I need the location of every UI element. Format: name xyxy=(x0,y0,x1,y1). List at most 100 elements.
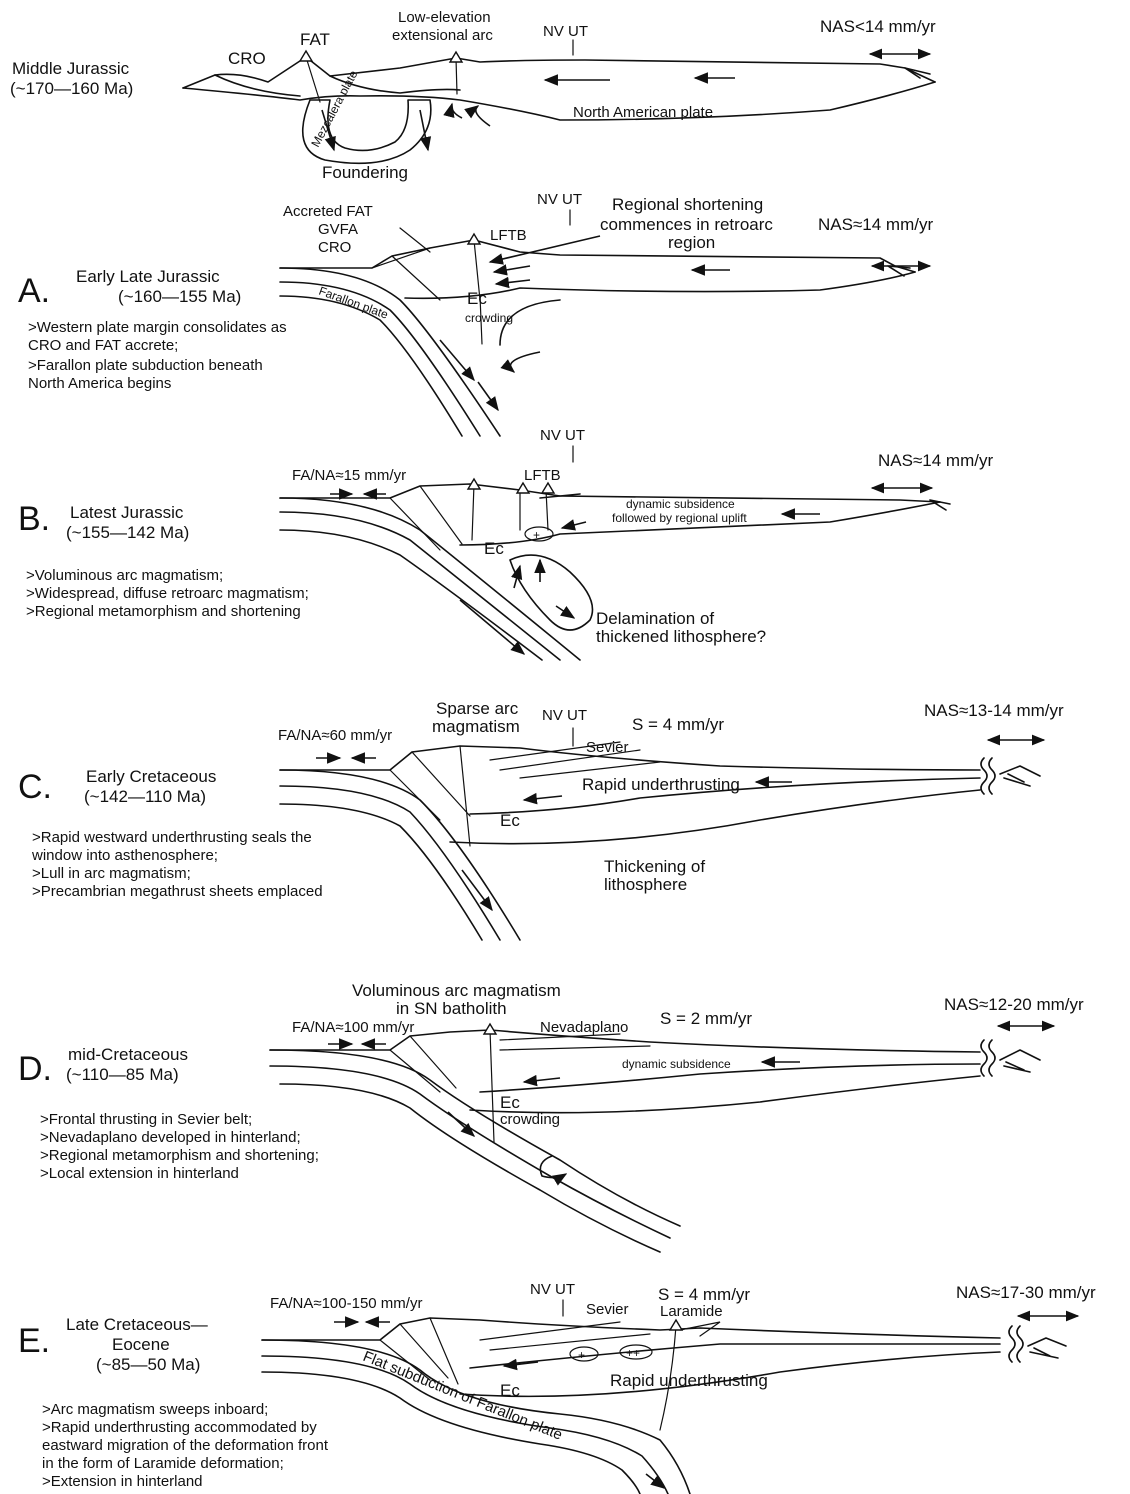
label-voluminous-2: in SN batholith xyxy=(396,999,507,1018)
panel-b-stage: Latest Jurassic xyxy=(70,503,184,522)
panel-e-stage-1: Late Cretaceous— xyxy=(66,1315,208,1334)
b-volcano-2 xyxy=(517,483,529,493)
label-crowding-d: crowding xyxy=(500,1111,560,1128)
panel-a-notes: >Western plate margin consolidates as CR… xyxy=(28,319,287,392)
b-volcano-3 xyxy=(542,483,554,493)
panel-mj-stage: Middle Jurassic xyxy=(12,59,130,78)
e-magma-plus-1: + xyxy=(578,1348,585,1362)
label-cro: CRO xyxy=(228,49,266,68)
label-regional-2: commences in retroarc xyxy=(600,215,773,234)
panel-c-stage: Early Cretaceous xyxy=(86,767,216,786)
panel-b-age: (~155—142 Ma) xyxy=(66,523,189,542)
panel-b: B. Latest Jurassic (~155—142 Ma) >Volumi… xyxy=(18,427,993,660)
b-down-arrow xyxy=(556,606,574,618)
label-fa-na-c: FA/NA≈60 mm/yr xyxy=(278,727,392,744)
label-nv-ut-c: NV UT xyxy=(542,707,587,724)
mj-mantle-arrow-1 xyxy=(452,104,462,118)
d-arrow-1 xyxy=(524,1078,560,1082)
label-delam-2: thickened lithosphere? xyxy=(596,627,766,646)
c-lithosphere-base xyxy=(450,790,980,844)
panel-d: D. mid-Cretaceous (~110—85 Ma) >Frontal … xyxy=(18,981,1084,1252)
label-foundering: Foundering xyxy=(322,163,408,182)
panel-c-age: (~142—110 Ma) xyxy=(84,787,206,806)
label-nevadaplano: Nevadaplano xyxy=(540,1019,628,1036)
note-line: window into asthenosphere; xyxy=(31,847,218,864)
label-nv-ut-a: NV UT xyxy=(537,191,582,208)
mj-surface xyxy=(183,57,935,88)
note-line: >Frontal thrusting in Sevier belt; xyxy=(40,1111,252,1128)
note-line: North America begins xyxy=(28,375,171,392)
note-line: >Widespread, diffuse retroarc magmatism; xyxy=(26,585,309,602)
label-gvfa: GVFA xyxy=(318,221,358,238)
e-break-symbol xyxy=(1009,1326,1023,1362)
a-faults xyxy=(372,228,482,344)
label-regional-3: region xyxy=(668,233,715,252)
note-line: >Precambrian megathrust sheets emplaced xyxy=(32,883,323,900)
note-line: >Local extension in hinterland xyxy=(40,1165,239,1182)
mj-mantle-arrow-2 xyxy=(476,106,490,126)
panel-d-letter: D. xyxy=(18,1050,52,1088)
d-slab-bottom xyxy=(280,1084,660,1252)
label-s-e: S = 4 mm/yr xyxy=(658,1285,750,1304)
label-sparse-2: magmatism xyxy=(432,717,520,736)
label-nas-a: NAS≈14 mm/yr xyxy=(818,215,933,234)
e-slab-top xyxy=(262,1340,690,1494)
label-thickening-2: lithosphere xyxy=(604,875,687,894)
label-thickening-1: Thickening of xyxy=(604,857,705,876)
b-delaminating-block xyxy=(510,555,593,630)
note-line: eastward migration of the deformation fr… xyxy=(42,1437,329,1454)
label-fa-na-d: FA/NA≈100 mm/yr xyxy=(292,1019,414,1036)
note-line: >Arc magmatism sweeps inboard; xyxy=(42,1401,268,1418)
label-delam-1: Delamination of xyxy=(596,609,714,628)
label-s-d: S = 2 mm/yr xyxy=(660,1009,752,1028)
label-fat: FAT xyxy=(300,30,330,49)
e-magma-plus-2: ++ xyxy=(626,1346,640,1360)
note-line: CRO and FAT accrete; xyxy=(28,337,178,354)
c-break-symbol xyxy=(981,758,995,794)
panel-d-stage: mid-Cretaceous xyxy=(68,1045,188,1064)
panel-e-stage-2: Eocene xyxy=(112,1335,170,1354)
note-line: >Extension in hinterland xyxy=(42,1473,203,1490)
label-arc-1: Low-elevation xyxy=(398,9,491,26)
note-line: >Rapid underthrusting accommodated by xyxy=(42,1419,317,1436)
label-cro-a: CRO xyxy=(318,239,351,256)
note-line: >Farallon plate subduction beneath xyxy=(28,357,263,374)
label-mezcalera-plate: Mezcalera plate xyxy=(308,68,360,150)
panel-e-notes: >Arc magmatism sweeps inboard; >Rapid un… xyxy=(42,1401,329,1490)
label-nv-ut-e: NV UT xyxy=(530,1281,575,1298)
panel-a-letter: A. xyxy=(18,272,50,310)
e-underthrust-line xyxy=(470,1344,1000,1368)
d-slab-arrow xyxy=(448,1112,474,1136)
c-slab-bottom xyxy=(280,804,482,940)
panel-b-letter: B. xyxy=(18,500,50,538)
label-lftb-b: LFTB xyxy=(524,467,561,484)
label-fa-na-e: FA/NA≈100-150 mm/yr xyxy=(270,1295,422,1312)
label-ec-c: Ec xyxy=(500,811,520,830)
a-volcano xyxy=(468,234,480,244)
c-surface xyxy=(280,746,980,770)
panel-mj-age: (~170—160 Ma) xyxy=(10,79,133,98)
label-nas-c: NAS≈13-14 mm/yr xyxy=(924,701,1064,720)
label-nas-d: NAS≈12-20 mm/yr xyxy=(944,995,1084,1014)
label-lftb-a: LFTB xyxy=(490,227,527,244)
label-voluminous-1: Voluminous arc magmatism xyxy=(352,981,561,1000)
a-lithosphere-base xyxy=(405,272,915,298)
label-ec-b: Ec xyxy=(484,539,504,558)
panel-a-stage: Early Late Jurassic xyxy=(76,267,220,286)
panel-c-notes: >Rapid westward underthrusting seals the… xyxy=(31,829,323,900)
d-volcano xyxy=(484,1024,496,1034)
label-ec-e: Ec xyxy=(500,1381,520,1400)
label-sevier-c: Sevier xyxy=(586,739,629,756)
label-accreted-fat: Accreted FAT xyxy=(283,203,373,220)
label-laramide: Laramide xyxy=(660,1303,723,1320)
panel-middle-jurassic: Middle Jurassic (~170—160 Ma) CRO FAT Lo… xyxy=(10,9,936,182)
b-arrow-1 xyxy=(562,522,586,528)
label-sparse-1: Sparse arc xyxy=(436,699,519,718)
mj-volcano-arc xyxy=(450,52,462,62)
label-ec-d: Ec xyxy=(500,1093,520,1112)
b-ridge xyxy=(930,500,950,510)
mj-volcano-fat xyxy=(300,51,312,61)
a-arrow-2 xyxy=(496,280,530,284)
panel-e-letter: E. xyxy=(18,1322,50,1360)
